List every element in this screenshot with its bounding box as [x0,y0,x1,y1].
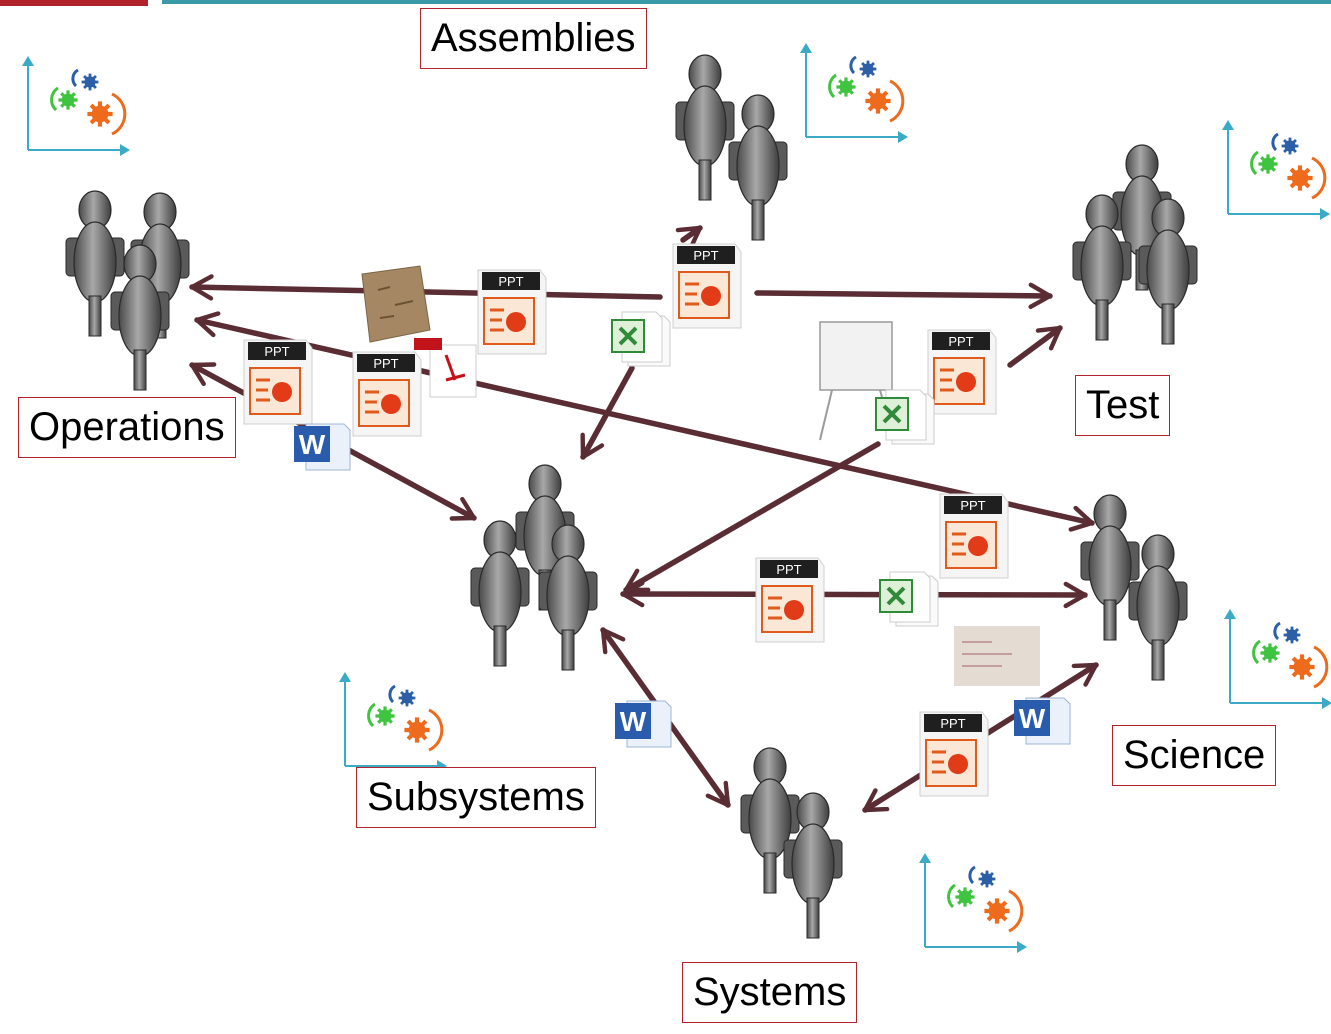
subsystems-team-figures [470,464,598,671]
arrow-science-operations [194,311,1095,532]
operations-team-figures [65,190,190,391]
ppt-badge: PPT [940,716,965,731]
science-team-figures [1080,494,1188,681]
sketch-paper-icon [361,265,431,343]
ppt-badge: PPT [373,356,398,371]
analysis-chart-icon [1224,609,1331,709]
word-document-icon: W [1012,694,1072,751]
team-label-test: Test [1075,375,1171,436]
team-label-assemblies: Assemblies [420,8,647,69]
ppt-document-icon: PPT [236,338,314,433]
arrow-hub-to-operations [189,274,663,301]
ppt-document-icon: PPT [748,556,826,651]
arrow-subsystems-science [620,580,1088,609]
ppt-badge: PPT [498,274,523,289]
excel-document-icon [872,388,938,453]
excel-document-icon [876,570,942,635]
team-label-science: Science [1112,725,1277,786]
analysis-chart-icon [339,672,447,772]
ppt-badge: PPT [776,562,801,577]
team-label-systems: Systems [682,962,858,1023]
word-glyph: W [299,429,326,460]
topbar-teal-line [162,0,1331,4]
ppt-document-icon: PPT [920,328,998,423]
arrow-hub-to-assemblies [675,225,703,251]
arrow-hub-to-test [754,282,1053,310]
ppt-badge: PPT [948,334,973,349]
systems-team-figures [740,747,843,939]
team-label-operations: Operations [18,397,236,458]
analysis-chart-icon [919,853,1027,953]
arrow-flipchart-to-test [1007,325,1063,368]
ppt-badge: PPT [960,498,985,513]
word-glyph: W [620,706,647,737]
analysis-chart-icon [800,43,908,143]
excel-document-icon [608,310,674,375]
ppt-document-icon: PPT [932,492,1010,587]
ppt-badge: PPT [693,248,718,263]
test-team-figures [1072,144,1198,345]
ppt-badge: PPT [264,344,289,359]
ppt-document-icon: PPT [665,242,743,337]
word-glyph: W [1019,703,1046,734]
ppt-document-icon: PPT [912,710,990,805]
ppt-document-icon: PPT [345,350,423,445]
document-photo-icon [954,626,1040,686]
pdf-document-icon [414,338,477,398]
topbar-red-accent [0,0,148,6]
analysis-chart-icon [1222,120,1330,220]
ppt-document-icon: PPT [470,268,548,363]
assemblies-team-figures [675,54,788,241]
word-document-icon: W [292,420,352,477]
analysis-chart-icon [22,56,130,156]
team-label-subsystems: Subsystems [356,767,596,828]
arrow-flipchart-to-subsystems [623,441,881,593]
word-document-icon: W [613,697,673,754]
